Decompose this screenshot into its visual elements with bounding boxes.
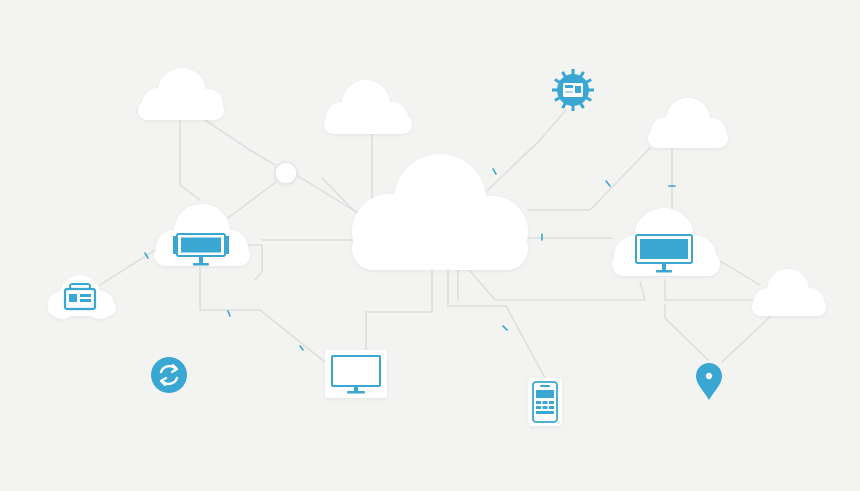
phone-icon [528,378,562,426]
connector [721,314,773,363]
top-center-cloud [324,80,412,134]
sync-icon [151,357,187,393]
top-right-cloud [648,98,728,148]
top-left-cloud [138,68,224,120]
location-pin-icon [696,363,722,400]
tick-mark [144,252,149,259]
monitor-icon [635,234,693,273]
connector [204,119,276,166]
gear-card-icon [552,69,594,111]
tick-mark [502,325,508,331]
connector [247,244,263,281]
connector [227,181,277,219]
tick-mark [605,180,611,187]
central-cloud [352,154,528,270]
connector [664,304,709,361]
connector-lines [99,109,773,379]
connector [179,117,201,201]
connector [464,264,646,301]
connector [199,267,331,367]
connector [714,257,761,286]
connector [527,147,651,211]
laptop-icon [325,350,387,398]
connector [664,279,753,301]
connector-ticks [144,168,676,351]
tick-mark [299,345,304,351]
tick-mark [227,310,231,317]
right-cloud [752,269,826,316]
connector [321,177,356,213]
tick-mark [492,168,497,175]
briefcase-icon [63,283,97,311]
connector [365,267,433,353]
connector [487,109,567,191]
hub-dot-icon [274,161,298,185]
monitor-icon [173,233,229,266]
connector [297,175,363,216]
connector [447,267,546,379]
